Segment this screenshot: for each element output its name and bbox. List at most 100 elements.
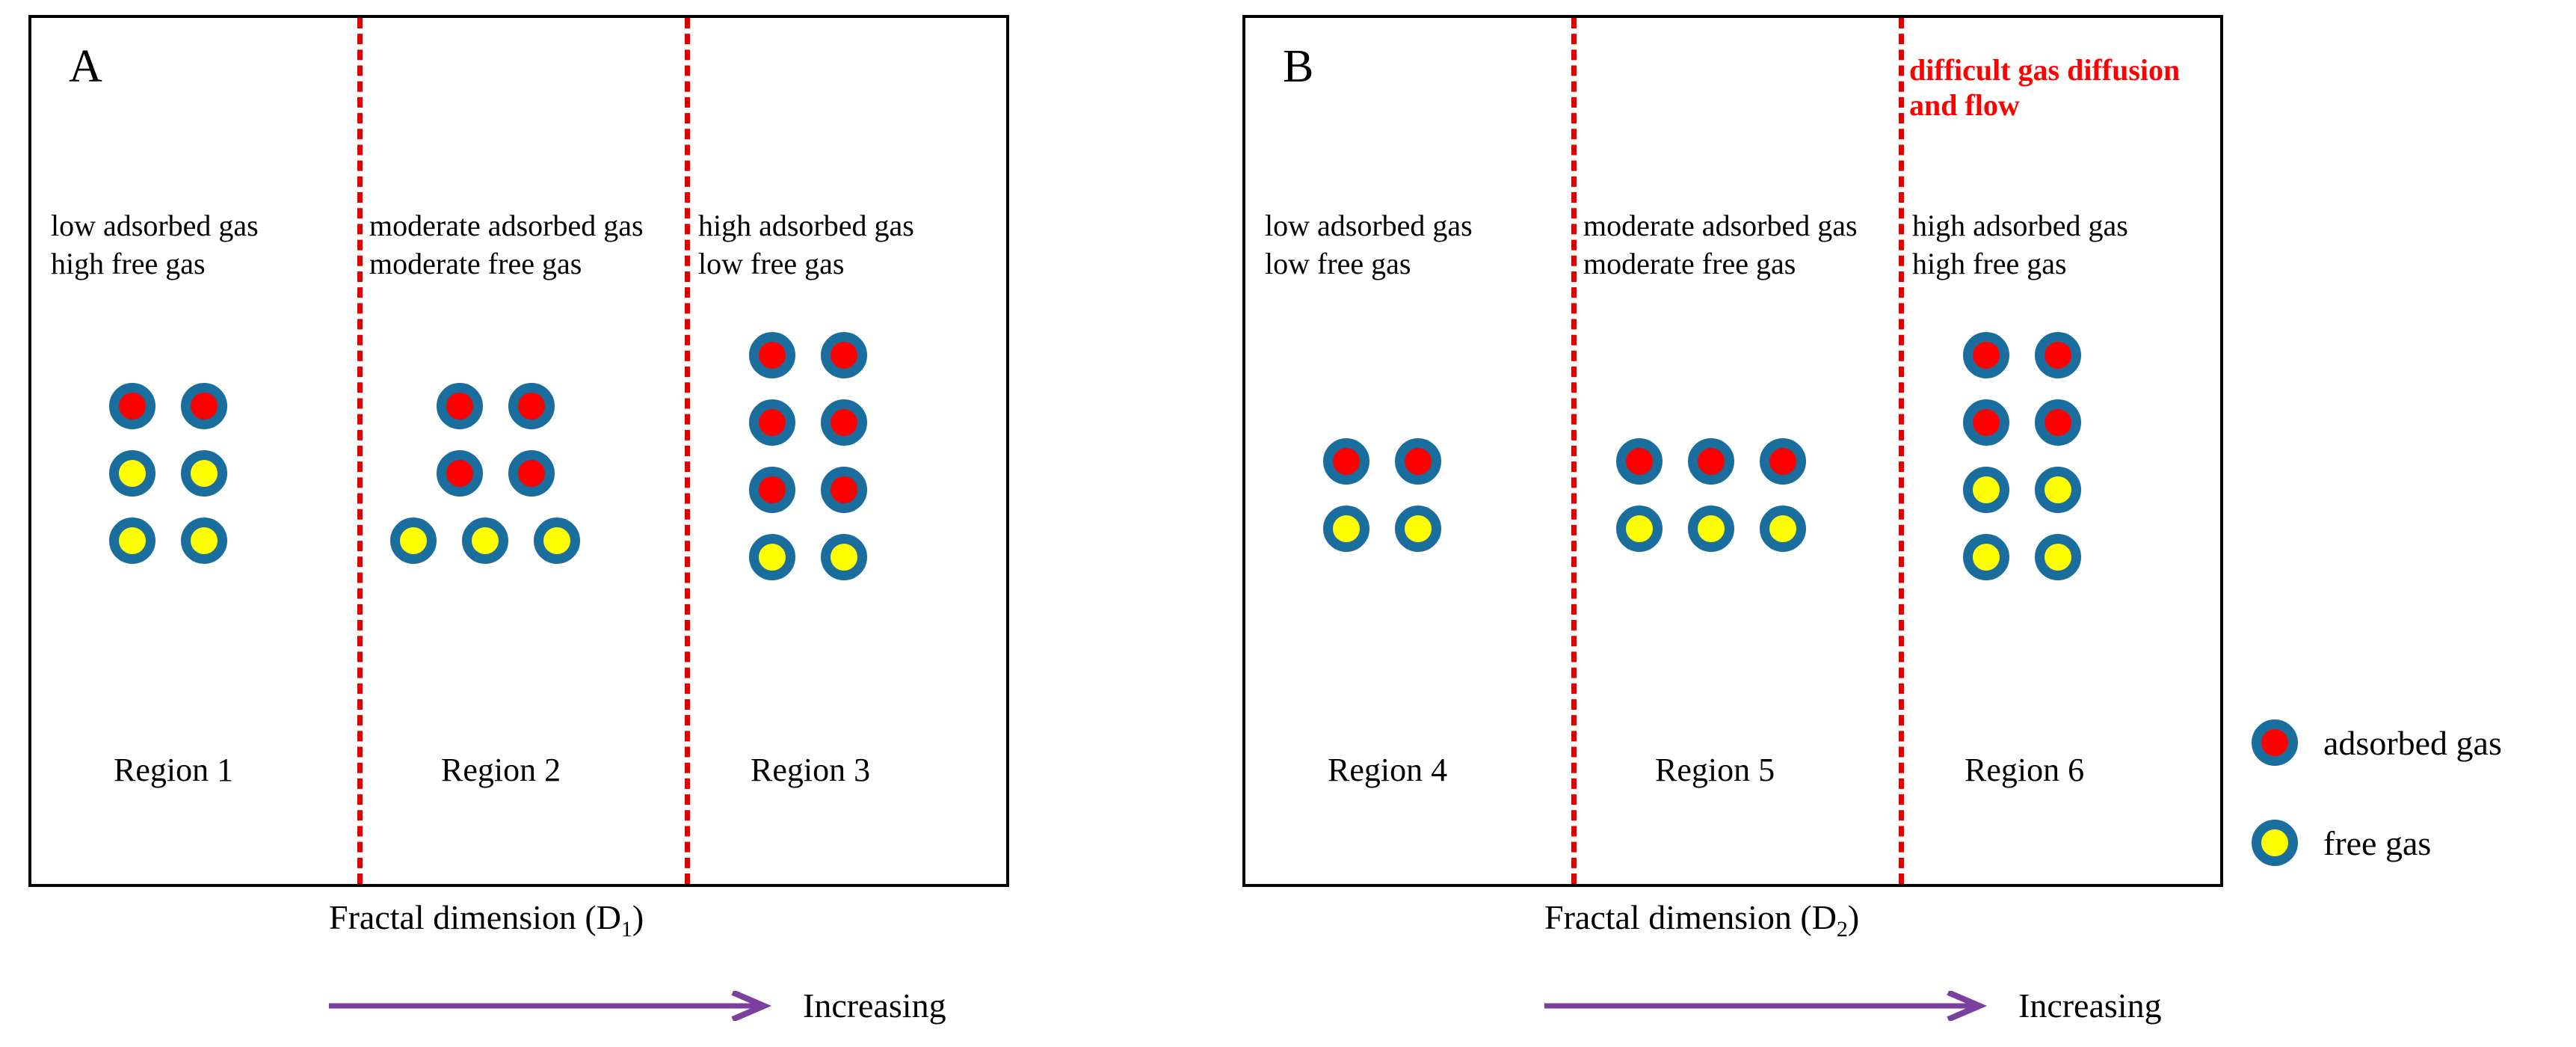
free-gas-dot [109,450,155,497]
legend-label-free-gas: free gas [2323,823,2432,862]
panel-b-divider-2 [1899,18,1904,884]
region-4-gas-cluster [1323,438,1441,552]
region-1-gas-cluster [109,383,227,564]
free-gas-dot [2035,467,2081,513]
legend-item-free-gas: free gas [2252,820,2502,866]
gas-row [1616,438,1806,485]
region-5-label: Region 5 [1655,752,1775,788]
legend-item-adsorbed-gas: adsorbed gas [2252,719,2502,766]
gas-row [109,383,227,429]
region-3-label: Region 3 [751,752,871,788]
gas-row [1963,399,2081,446]
panel-a-letter: A [69,41,102,92]
adsorbed-gas-dot [749,467,795,513]
adsorbed-gas-dot [1323,438,1369,485]
panel-b-increasing-arrow-row: Increasing [1544,986,2162,1025]
free-gas-dot [109,518,155,564]
gas-row [1963,332,2081,378]
free-gas-dot [1760,506,1806,552]
adsorbed-gas-dot [821,399,867,446]
region-2-label: Region 2 [441,752,561,788]
gas-row [1616,506,1806,552]
free-gas-dot [181,450,227,497]
adsorbed-gas-dot [1395,438,1441,485]
free-gas-dot [534,518,580,564]
panel-b-axis-subscript: 2 [1836,917,1848,942]
legend-label-adsorbed-gas: adsorbed gas [2323,723,2502,762]
panel-a-axis-caption: Fractal dimension (D1) [329,898,644,942]
legend: adsorbed gas free gas [2252,719,2502,920]
panel-a-axis-subscript: 1 [620,917,632,942]
panel-b: B low adsorbed gas low free gas Region 4… [1242,15,2223,887]
adsorbed-gas-dot [2035,399,2081,446]
gas-row [749,534,867,580]
panel-b-letter: B [1283,41,1314,92]
panel-a-divider-1 [357,18,363,884]
adsorbed-gas-dot [749,399,795,446]
adsorbed-gas-dot [2035,332,2081,378]
region-1-description: low adsorbed gas high free gas [51,209,259,281]
panel-a-increasing-label: Increasing [803,986,946,1025]
gas-row [109,450,227,497]
region-5-gas-cluster [1616,438,1806,552]
adsorbed-gas-dot [1963,332,2009,378]
adsorbed-gas-swatch-icon [2252,719,2298,766]
free-gas-dot [821,534,867,580]
gas-row [1323,506,1441,552]
free-gas-dot [1616,506,1663,552]
adsorbed-gas-dot [1616,438,1663,485]
gas-row [749,467,867,513]
adsorbed-gas-dot [508,450,555,497]
adsorbed-gas-dot [1760,438,1806,485]
increasing-arrow-icon [329,990,772,1021]
region-6-gas-cluster [1963,332,2081,580]
region-6-description: high adsorbed gas high free gas [1912,209,2128,281]
free-gas-dot [1323,506,1369,552]
free-gas-dot [1963,467,2009,513]
panel-b-divider-1 [1571,18,1577,884]
region-4-description: low adsorbed gas low free gas [1265,209,1473,281]
region-1-label: Region 1 [114,752,234,788]
adsorbed-gas-dot [508,383,555,429]
region-3-gas-cluster [749,332,867,580]
free-gas-dot [749,534,795,580]
panel-a-divider-2 [685,18,690,884]
increasing-arrow-icon [1544,990,1988,1021]
region-2-gas-cluster [390,383,580,564]
adsorbed-gas-dot [1688,438,1734,485]
adsorbed-gas-dot [437,383,483,429]
adsorbed-gas-dot [109,383,155,429]
free-gas-dot [181,518,227,564]
adsorbed-gas-dot [821,332,867,378]
free-gas-dot [462,518,508,564]
panel-b-axis-caption: Fractal dimension (D2) [1544,898,1860,942]
difficult-diffusion-annotation: difficult gas diffusion and flow [1909,53,2181,123]
free-gas-swatch-icon [2252,820,2298,866]
region-5-description: moderate adsorbed gas moderate free gas [1583,209,1858,281]
region-4-label: Region 4 [1328,752,1448,788]
panel-a: A low adsorbed gas high free gas Region … [28,15,1009,887]
adsorbed-gas-dot [181,383,227,429]
adsorbed-gas-dot [821,467,867,513]
free-gas-dot [1395,506,1441,552]
free-gas-dot [1688,506,1734,552]
gas-row [1963,534,2081,580]
region-6-label: Region 6 [1965,752,2085,788]
gas-row [109,518,227,564]
gas-row [437,450,580,497]
gas-row [1323,438,1441,485]
gas-row [749,399,867,446]
free-gas-dot [390,518,437,564]
free-gas-dot [2035,534,2081,580]
panel-a-increasing-arrow-row: Increasing [329,986,946,1025]
gas-row [437,383,580,429]
region-3-description: high adsorbed gas low free gas [698,209,914,281]
gas-row [749,332,867,378]
free-gas-dot [1963,534,2009,580]
gas-row [390,518,580,564]
adsorbed-gas-dot [749,332,795,378]
gas-row [1963,467,2081,513]
region-2-description: moderate adsorbed gas moderate free gas [369,209,644,281]
adsorbed-gas-dot [1963,399,2009,446]
adsorbed-gas-dot [437,450,483,497]
